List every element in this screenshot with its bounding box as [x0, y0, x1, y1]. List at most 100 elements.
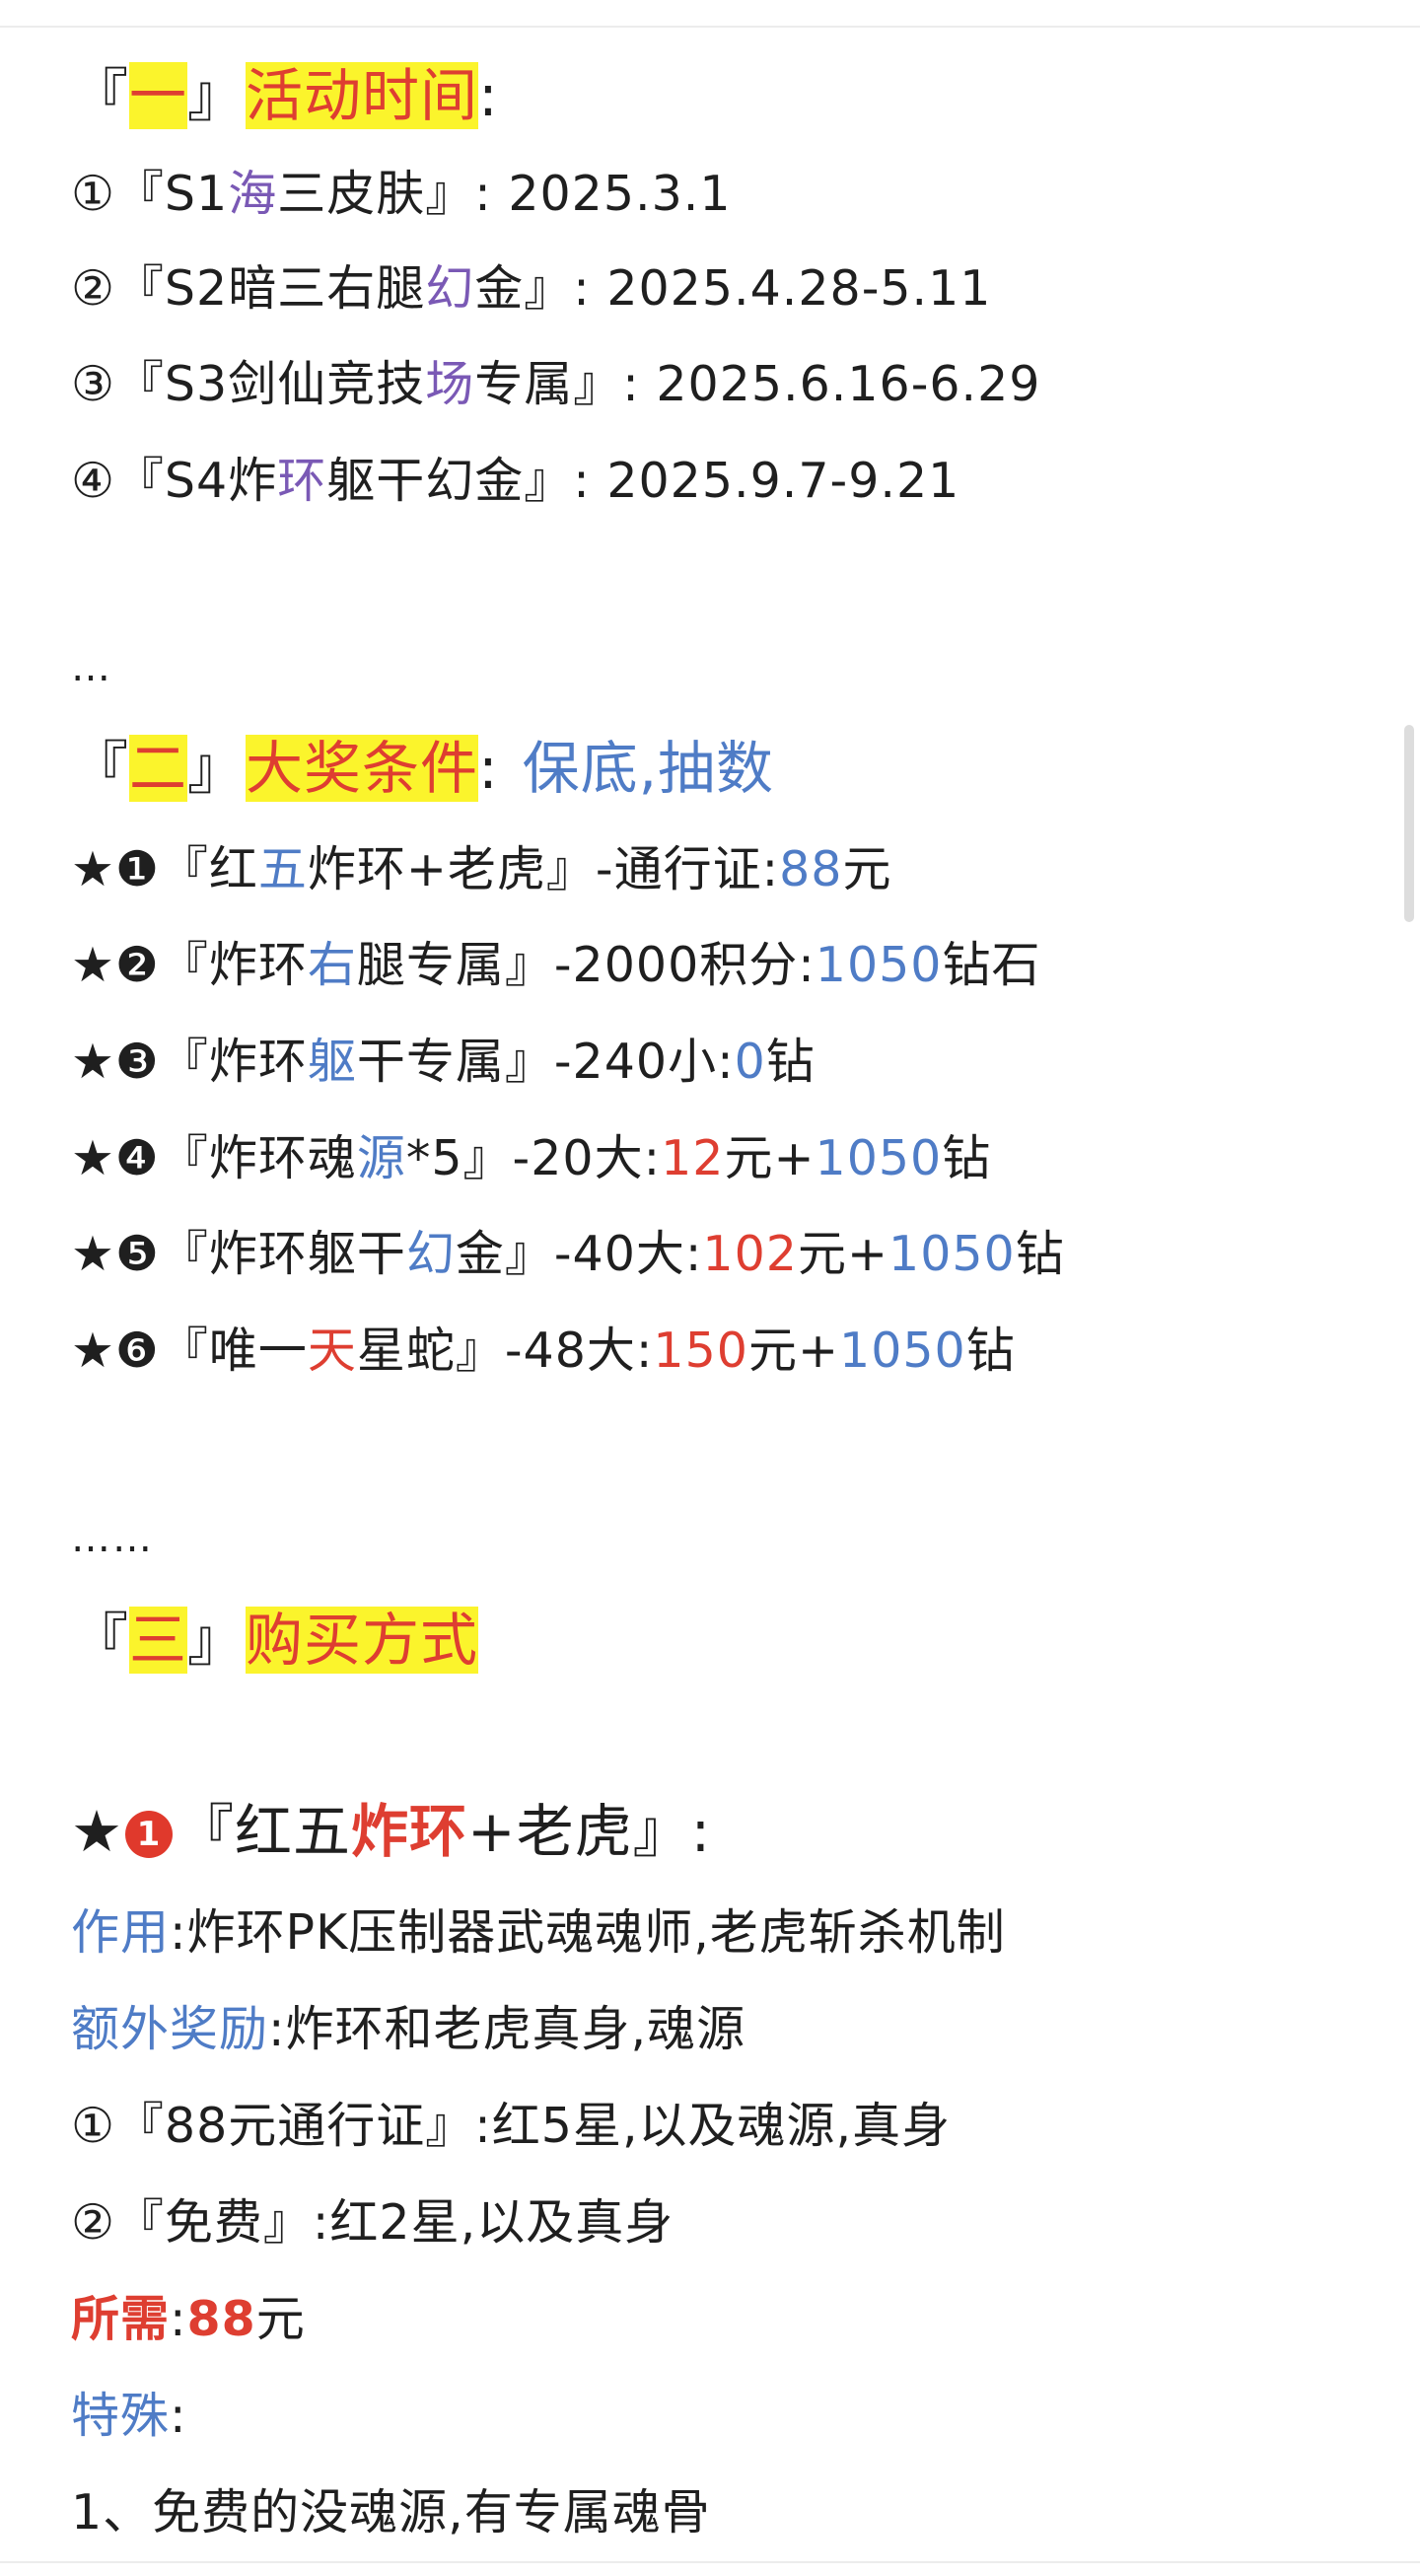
- section1-colon: :: [478, 62, 499, 129]
- bonus-label: 额外奖励: [71, 2001, 269, 2057]
- section1-title: 活动时间: [246, 62, 479, 129]
- prize-value: 1050: [888, 1226, 1016, 1282]
- schedule-text: ④『S4炸: [71, 453, 278, 509]
- prize-item: ★❸『炸环躯干专属』-240小:0钻: [71, 1028, 816, 1097]
- schedule-accent: 环: [277, 453, 327, 509]
- prize-text: 腿专属』-2000积分:: [356, 937, 816, 993]
- prize-item: ★❶『红五炸环+老虎』-通行证:88元: [71, 835, 892, 904]
- special-label: 特殊: [71, 2388, 171, 2444]
- prize-unit: 钻石: [942, 937, 1041, 993]
- prize-item: ★❹『炸环魂源*5』-20大:12元+1050钻: [71, 1124, 991, 1193]
- effect-label: 作用: [71, 1904, 171, 1961]
- prize-value: 88: [779, 841, 843, 897]
- required-colon: :: [170, 2291, 187, 2347]
- prize-value: 1050: [839, 1323, 966, 1379]
- scrollbar[interactable]: [1404, 725, 1414, 922]
- option-line: ①『88元通行证』:红5星,以及魂源,真身: [71, 2098, 952, 2154]
- prize-unit: 元+: [747, 1323, 840, 1379]
- section1-heading: 『一』活动时间:: [71, 61, 499, 130]
- schedule-text: 三皮肤』: 2025.3.1: [277, 166, 732, 222]
- prize-unit: 元+: [724, 1130, 816, 1186]
- effect-text: :炸环PK压制器武魂魂师,老虎斩杀机制: [170, 1904, 1006, 1961]
- prize-accent: 五: [257, 841, 308, 897]
- prize-text: ★❸『炸环: [71, 1034, 308, 1090]
- section3-number: 三: [129, 1607, 188, 1674]
- schedule-text: 专属』: 2025.6.16-6.29: [474, 356, 1041, 412]
- prize-accent: 源: [356, 1130, 406, 1186]
- prize-text: 干专属』-240小:: [356, 1034, 735, 1090]
- schedule-accent: 场: [425, 356, 475, 412]
- bottom-divider: [0, 2561, 1420, 2563]
- section2-bracket-open: 『: [71, 735, 130, 802]
- section3-heading: 『三』购买方式: [71, 1606, 479, 1675]
- schedule-text: 躯干幻金』: 2025.9.7-9.21: [326, 453, 960, 509]
- item-title-open: 『红五: [177, 1798, 352, 1865]
- required-line: 所需:88元: [71, 2285, 306, 2354]
- item-heading: ★1『红五炸环+老虎』:: [71, 1797, 711, 1866]
- schedule-accent: 幻: [425, 260, 475, 317]
- section3-bracket-open: 『: [71, 1607, 130, 1674]
- prize-unit: 钻: [942, 1130, 992, 1186]
- prize-item: ★❺『炸环躯干幻金』-40大:102元+1050钻: [71, 1220, 1065, 1289]
- required-label: 所需: [71, 2291, 171, 2347]
- prize-accent: 右: [307, 937, 357, 993]
- prize-unit: 元+: [797, 1226, 889, 1282]
- section2-bracket-close: 』: [187, 735, 247, 802]
- schedule-accent: 海: [228, 166, 278, 222]
- schedule-text: ①『S1: [71, 166, 229, 222]
- required-unit: 元: [255, 2291, 306, 2347]
- prize-price: 102: [702, 1226, 798, 1282]
- section1-bracket-open: 『: [71, 62, 130, 129]
- prize-text: *5』-20大:: [405, 1130, 662, 1186]
- prize-text: ★❺『炸环躯干: [71, 1226, 406, 1282]
- prize-unit: 钻: [965, 1323, 1016, 1379]
- number-badge: 1: [125, 1811, 173, 1858]
- prize-accent: 幻: [405, 1226, 456, 1282]
- section3-title: 购买方式: [246, 1607, 479, 1674]
- ellipsis: ……: [71, 1516, 154, 1561]
- item-title-highlight: 炸环: [351, 1798, 468, 1865]
- section3-bracket-close: 』: [187, 1607, 247, 1674]
- prize-unit: 钻: [765, 1034, 816, 1090]
- item-title-close: +老虎』:: [467, 1798, 712, 1865]
- special-line: 特殊:: [71, 2382, 187, 2451]
- schedule-item: ②『S2暗三右腿幻金』: 2025.4.28-5.11: [71, 254, 991, 323]
- schedule-text: 金』: 2025.4.28-5.11: [474, 260, 992, 317]
- prize-price: 12: [661, 1130, 725, 1186]
- prize-value: 0: [734, 1034, 766, 1090]
- prize-text: ★❷『炸环: [71, 937, 308, 993]
- special-colon: :: [170, 2388, 187, 2444]
- schedule-text: ③『S3剑仙竞技: [71, 356, 426, 412]
- schedule-item: ③『S3剑仙竞技场专属』: 2025.6.16-6.29: [71, 350, 1040, 419]
- section2-number: 二: [129, 735, 188, 802]
- prize-unit: 钻: [1015, 1226, 1065, 1282]
- prize-text: 炸环+老虎』-通行证:: [307, 841, 780, 897]
- prize-value: 1050: [815, 937, 943, 993]
- ellipsis: …: [71, 645, 112, 690]
- section1-bracket-close: 』: [187, 62, 247, 129]
- prize-text: 星蛇』-48大:: [356, 1323, 654, 1379]
- schedule-item: ①『S1海三皮肤』: 2025.3.1: [71, 160, 732, 229]
- prize-price: 150: [653, 1323, 748, 1379]
- effect-line: 作用:炸环PK压制器武魂魂师,老虎斩杀机制: [71, 1898, 1006, 1968]
- prize-item: ★❷『炸环右腿专属』-2000积分:1050钻石: [71, 931, 1041, 1000]
- prize-item: ★❻『唯一天星蛇』-48大:150元+1050钻: [71, 1317, 1016, 1386]
- schedule-text: ②『S2暗三右腿: [71, 260, 426, 317]
- prize-value: 1050: [815, 1130, 943, 1186]
- section2-heading: 『二』大奖条件: 保底,抽数: [71, 734, 774, 803]
- bonus-text: :炸环和老虎真身,魂源: [268, 2001, 746, 2057]
- section1-number: 一: [129, 62, 188, 129]
- required-value: 88: [186, 2291, 256, 2347]
- top-divider: [0, 26, 1420, 28]
- note-line: 1、免费的没魂源,有专属魂骨: [71, 2484, 711, 2540]
- section2-subtitle: 保底,抽数: [522, 735, 775, 802]
- prize-text: ★❻『唯一: [71, 1323, 308, 1379]
- prize-unit: 元: [842, 841, 892, 897]
- prize-text: ★❹『炸环魂: [71, 1130, 357, 1186]
- schedule-item: ④『S4炸环躯干幻金』: 2025.9.7-9.21: [71, 447, 959, 516]
- section2-title: 大奖条件: [246, 735, 479, 802]
- prize-accent: 躯: [307, 1034, 357, 1090]
- prize-accent: 天: [307, 1323, 357, 1379]
- section2-colon: :: [478, 735, 499, 802]
- star-icon: ★: [71, 1798, 123, 1865]
